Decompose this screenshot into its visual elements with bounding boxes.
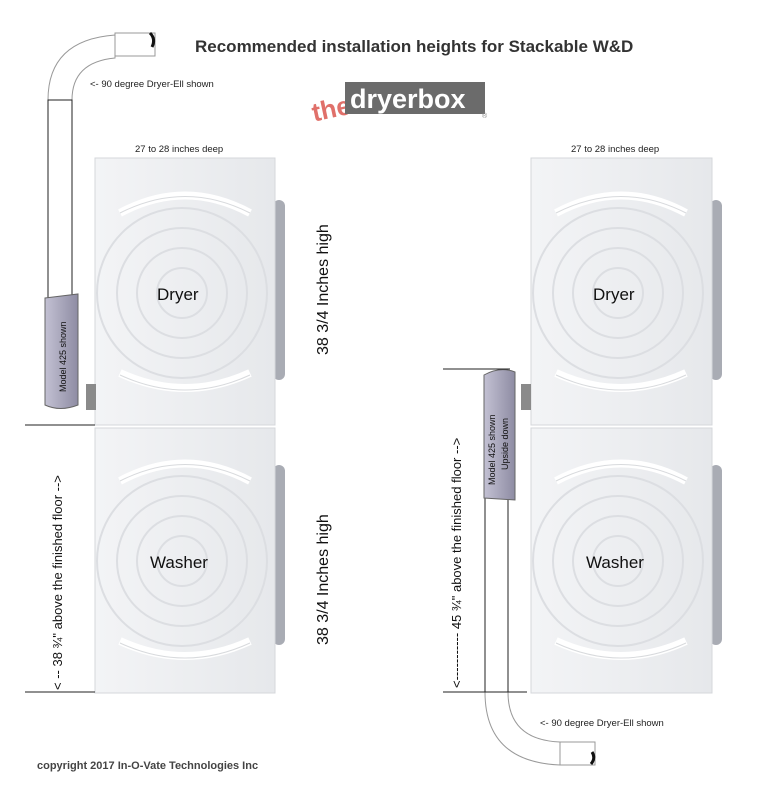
washer-label: Washer <box>150 553 208 572</box>
left-vent-pipe: Model 425 shown <box>44 31 156 409</box>
washer-unit <box>94 427 276 694</box>
right-washer-unit <box>530 427 713 694</box>
logo-mark: ® <box>482 112 488 120</box>
right-stack: 27 to 28 inches deep Dryer Washer <box>521 144 722 694</box>
right-washer-label: Washer <box>586 553 644 572</box>
right-elbow-label: <- 90 degree Dryer-Ell shown <box>540 718 664 729</box>
right-box-label-1: Model 425 shown <box>487 414 497 485</box>
right-depth-label: 27 to 28 inches deep <box>571 144 659 155</box>
left-depth-label: 27 to 28 inches deep <box>135 144 223 155</box>
left-box-label: Model 425 shown <box>58 321 68 392</box>
right-box-label-2: Upside down <box>500 418 510 470</box>
right-vent-outlet <box>521 384 531 410</box>
right-dryer-unit <box>530 157 713 426</box>
left-floor-height-label: < -- 38 ¾" above the finished floor --> <box>50 475 65 690</box>
dryer-height-label: 38 3/4 Inches high <box>315 224 332 355</box>
dryerbox-logo: the dryerbox ® <box>309 82 488 127</box>
left-stack: 27 to 28 inches deep Dryer Washer 38 3/4… <box>86 144 332 694</box>
right-vent-pipe: Model 425 shown Upside down <box>483 369 596 766</box>
right-floor-height-label: <----------- 45 ¾" above the finished fl… <box>449 438 464 688</box>
right-dryer-label: Dryer <box>593 285 635 304</box>
washer-height-label: 38 3/4 Inches high <box>315 514 332 645</box>
page-title: Recommended installation heights for Sta… <box>195 37 633 56</box>
dryer-side-bump <box>273 200 285 380</box>
washer-side-bump <box>273 465 285 645</box>
left-elbow-label: <- 90 degree Dryer-Ell shown <box>90 79 214 90</box>
dryer-unit <box>94 157 276 426</box>
dryer-label: Dryer <box>157 285 199 304</box>
logo-name: dryerbox <box>350 84 466 114</box>
vent-outlet <box>86 384 96 410</box>
copyright: copyright 2017 In-O-Vate Technologies In… <box>37 760 258 772</box>
